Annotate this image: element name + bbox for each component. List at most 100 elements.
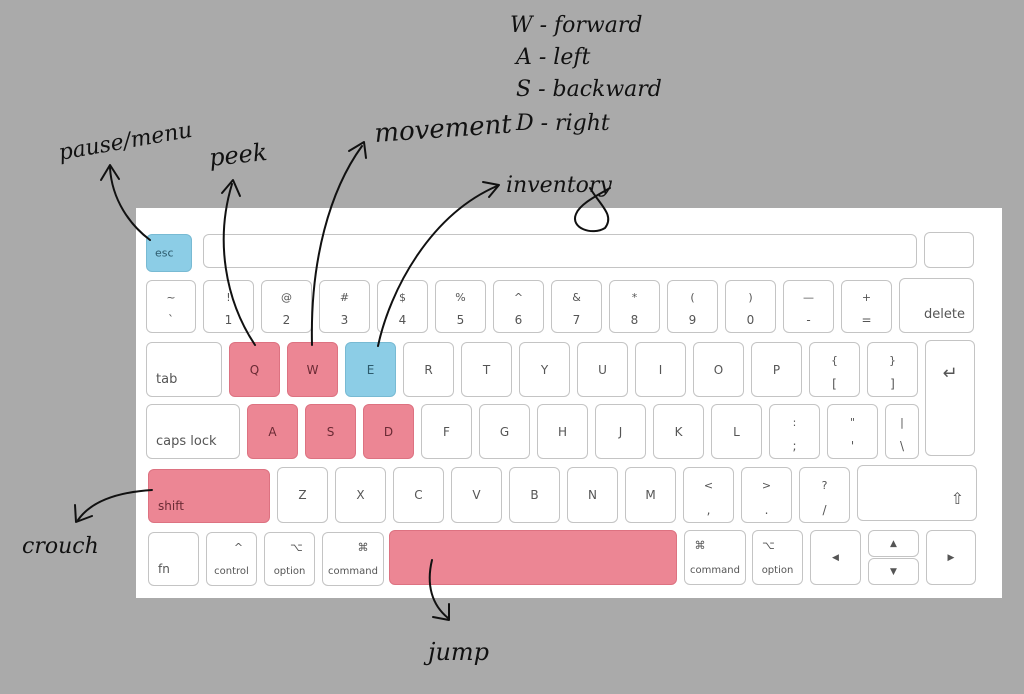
key-quote-top: ": [849, 415, 856, 429]
arrow-peek-head: [221, 179, 241, 197]
key-h: H: [537, 404, 588, 459]
key-n-label: N: [588, 488, 597, 502]
key-semicolon: : ;: [769, 404, 820, 459]
key-tab: tab: [146, 342, 222, 397]
key-shift: shift: [148, 469, 270, 523]
key-c-label: C: [414, 488, 423, 502]
arrow-movement: [310, 145, 363, 346]
key-y-label: Y: [540, 362, 549, 377]
key-q-label: Q: [249, 362, 260, 377]
key-option-label: option: [273, 566, 306, 577]
key-2-bottom: 2: [282, 312, 291, 327]
key-quote-bottom: ': [850, 438, 855, 453]
key-2: @ 2: [261, 280, 312, 333]
key-4-bottom: 4: [398, 312, 407, 327]
arrow-pause: [109, 167, 151, 241]
arrow-inventory: [377, 185, 498, 347]
key-esc: esc: [146, 234, 192, 272]
key-fn: fn: [148, 532, 199, 586]
key-m-label: M: [645, 488, 656, 502]
key-slash-top: ?: [821, 478, 828, 492]
legend-a: A - left: [514, 45, 591, 70]
key-8-top: *: [631, 291, 638, 305]
arrow-down-icon: ▼: [890, 566, 897, 577]
key-u: U: [577, 342, 628, 397]
key-k-label: K: [674, 424, 683, 439]
key-a-label: A: [268, 424, 277, 439]
key-j-label: J: [618, 424, 623, 439]
label-movement: movement: [373, 109, 513, 149]
return-icon: ↵: [942, 363, 958, 384]
key-0-top: ): [748, 291, 753, 305]
key-t: T: [461, 342, 512, 397]
key-6-top: ^: [513, 291, 524, 305]
key-arrow-down: ▼: [868, 558, 919, 585]
key-g: G: [479, 404, 530, 459]
arrow-jump-head: [432, 603, 450, 621]
key-right-option-label: option: [761, 565, 794, 576]
right-command-icon: ⌘: [694, 539, 706, 552]
key-tilde-bottom: `: [168, 312, 174, 327]
key-e-label: E: [366, 362, 375, 377]
key-5-top: %: [455, 291, 466, 305]
option-icon: ⌥: [290, 541, 303, 554]
key-z: Z: [277, 467, 328, 523]
key-n: N: [567, 467, 618, 523]
key-o: O: [693, 342, 744, 397]
key-l-label: L: [733, 424, 740, 439]
key-left-bracket: { [: [809, 342, 860, 397]
key-arrow-up: ▲: [868, 530, 919, 557]
key-comma: < ,: [683, 467, 734, 523]
key-9-top: (: [690, 291, 695, 305]
key-command-label: command: [328, 566, 378, 577]
key-c: C: [393, 467, 444, 523]
key-h-label: H: [557, 424, 568, 439]
key-3-top: #: [339, 291, 350, 305]
shift-icon: ⇧: [950, 489, 964, 508]
key-comma-bottom: ,: [706, 502, 711, 517]
key-period: > .: [741, 467, 792, 523]
key-right-bracket-bottom: ]: [890, 376, 895, 391]
key-f: F: [421, 404, 472, 459]
arrow-inventory-head: [482, 181, 500, 198]
label-jump: jump: [423, 638, 489, 666]
key-z-label: Z: [298, 488, 307, 502]
key-7: & 7: [551, 280, 602, 333]
key-delete: delete: [899, 278, 974, 333]
key-slash-bottom: /: [822, 502, 827, 517]
key-equals-top: +: [861, 291, 872, 305]
key-minus-top: —: [803, 291, 814, 305]
arrow-crouch: [77, 489, 153, 521]
key-u-label: U: [598, 362, 607, 377]
key-control-label: control: [214, 566, 249, 577]
key-p-label: P: [772, 362, 781, 377]
key-esc-label: esc: [155, 246, 174, 260]
label-crouch: crouch: [22, 534, 99, 559]
key-w-label: W: [306, 362, 319, 377]
key-m: M: [625, 467, 676, 523]
key-right-option: ⌥ option: [752, 530, 803, 585]
key-s: S: [305, 404, 356, 459]
key-y: Y: [519, 342, 570, 397]
key-backslash-top: |: [900, 415, 904, 429]
key-a: A: [247, 404, 298, 459]
legend-s: S - backward: [516, 77, 662, 102]
key-8-bottom: 8: [630, 312, 639, 327]
key-1-bottom: 1: [224, 312, 233, 327]
key-r: R: [403, 342, 454, 397]
key-x-label: X: [356, 488, 365, 502]
key-7-top: &: [572, 291, 581, 305]
key-arrow-left: ◀: [810, 530, 861, 585]
key-tilde-top: ~: [166, 291, 176, 305]
key-period-top: >: [761, 478, 772, 492]
key-equals-bottom: =: [861, 312, 872, 327]
power-key: [924, 232, 974, 268]
arrow-right-icon: ▶: [947, 552, 955, 563]
key-return: ↵: [925, 340, 975, 456]
key-right-command: ⌘ command: [684, 530, 746, 585]
key-q: Q: [229, 342, 280, 397]
key-v: V: [451, 467, 502, 523]
key-g-label: G: [499, 424, 510, 439]
key-i-label: I: [658, 362, 663, 377]
key-6-bottom: 6: [514, 312, 523, 327]
